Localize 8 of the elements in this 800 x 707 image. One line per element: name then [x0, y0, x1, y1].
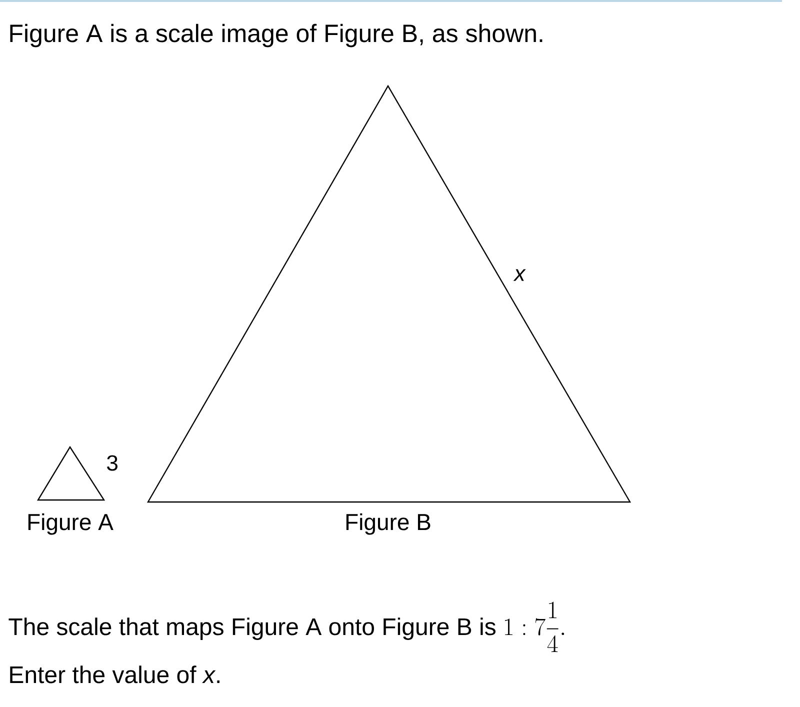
title: Figure A is a scale image of Figure B, as shown. — [10, 24, 542, 48]
side-label: 3 — [107, 455, 118, 471]
figure-label: Figure A — [28, 513, 114, 535]
scale-ratio: $1:7\frac{1}{4}.$ — [505, 602, 564, 652]
question-text: The scale that maps Figure A onto Figure B is — [8, 618, 496, 640]
question-text: Enter the value of x. — [10, 666, 220, 684]
figure-label: Figure B — [346, 513, 430, 535]
side-label: x — [513, 269, 526, 281]
